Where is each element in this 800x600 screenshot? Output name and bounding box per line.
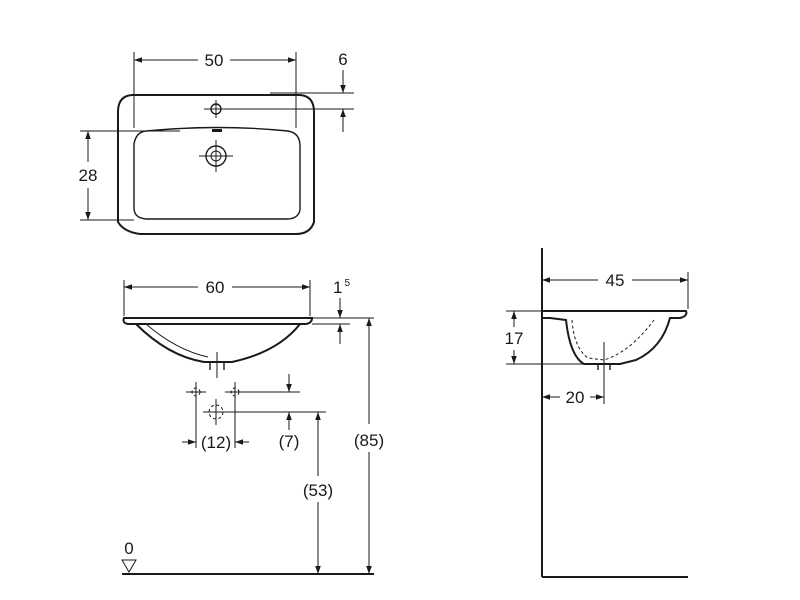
side-view: 45 17 20 [505, 248, 689, 578]
basin-bowl-front [135, 323, 301, 363]
rim-thickness-sup: 5 [344, 278, 350, 289]
basin-profile-inner-dashed [571, 319, 655, 361]
drain-hole-top [199, 140, 233, 172]
floor-line: 0 [121, 539, 374, 575]
drain-drop-label: (7) [279, 432, 300, 451]
dim-side-height: 17 [505, 310, 600, 365]
dim-top-width: 50 [133, 51, 297, 128]
rim-thickness-main: 1 [333, 278, 342, 297]
rim-height-label: (85) [354, 431, 384, 450]
drain-setback-label: 20 [566, 388, 585, 407]
side-height-label: 17 [505, 329, 524, 348]
dim-drain-spacing: (12) [182, 402, 249, 452]
basin-rim-front [122, 317, 314, 325]
dim-top-depth: 28 [79, 130, 180, 221]
dim-drain-setback: 20 [542, 372, 605, 407]
basin-bowl-inner-front [145, 323, 209, 358]
dim-side-depth: 45 [542, 271, 689, 309]
floor-level-marker [121, 559, 137, 573]
top-width-label: 50 [205, 51, 224, 70]
drain-height-label: (53) [303, 481, 333, 500]
dim-tap-offset: 6 [228, 50, 354, 132]
front-width-label: 60 [206, 278, 225, 297]
drain-spacing-label: (12) [201, 433, 231, 452]
bowl-outline-top [133, 126, 301, 220]
tap-offset-label: 6 [338, 50, 347, 69]
waste-pipe-symbol-left [186, 382, 206, 402]
drain-spigot-front [209, 352, 225, 378]
floor-level-label: 0 [124, 539, 133, 558]
top-view: 50 28 6 [79, 50, 354, 235]
drain-side [597, 342, 611, 372]
side-depth-label: 45 [606, 271, 625, 290]
dim-drain-drop: (7) [224, 374, 326, 451]
basin-profile-side [542, 310, 688, 365]
dim-rim-height: (85) [354, 318, 384, 574]
basin-outline-top [117, 94, 315, 235]
dim-drain-height: (53) [303, 412, 333, 574]
top-depth-label: 28 [79, 166, 98, 185]
dim-front-width: 60 [123, 278, 311, 316]
tap-hole [204, 100, 228, 118]
overflow-slot [212, 129, 222, 132]
